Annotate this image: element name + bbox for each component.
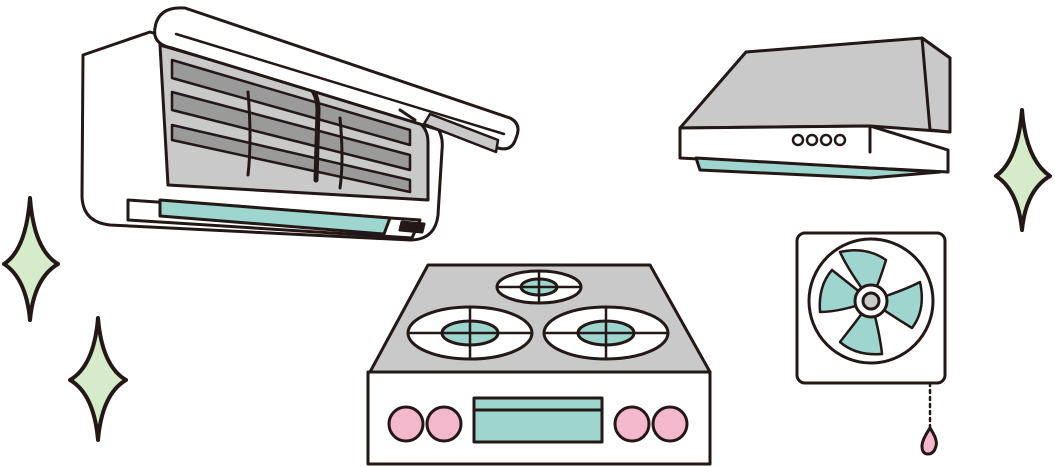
range-hood-icon [678, 36, 952, 180]
burner-left [406, 305, 534, 361]
sparkle-icon [994, 108, 1052, 232]
knob-3 [613, 405, 651, 443]
sparkle-icon [68, 316, 128, 442]
burner-right [542, 305, 670, 361]
grill-window [472, 396, 604, 444]
burner-back [495, 269, 583, 305]
knob-2 [425, 405, 463, 443]
sparkle-icon [2, 196, 60, 322]
air-conditioner-icon [80, 6, 520, 242]
knob-1 [387, 405, 425, 443]
knob-4 [651, 405, 689, 443]
ventilation-fan-icon [795, 231, 947, 456]
gas-stove-icon [366, 263, 712, 466]
